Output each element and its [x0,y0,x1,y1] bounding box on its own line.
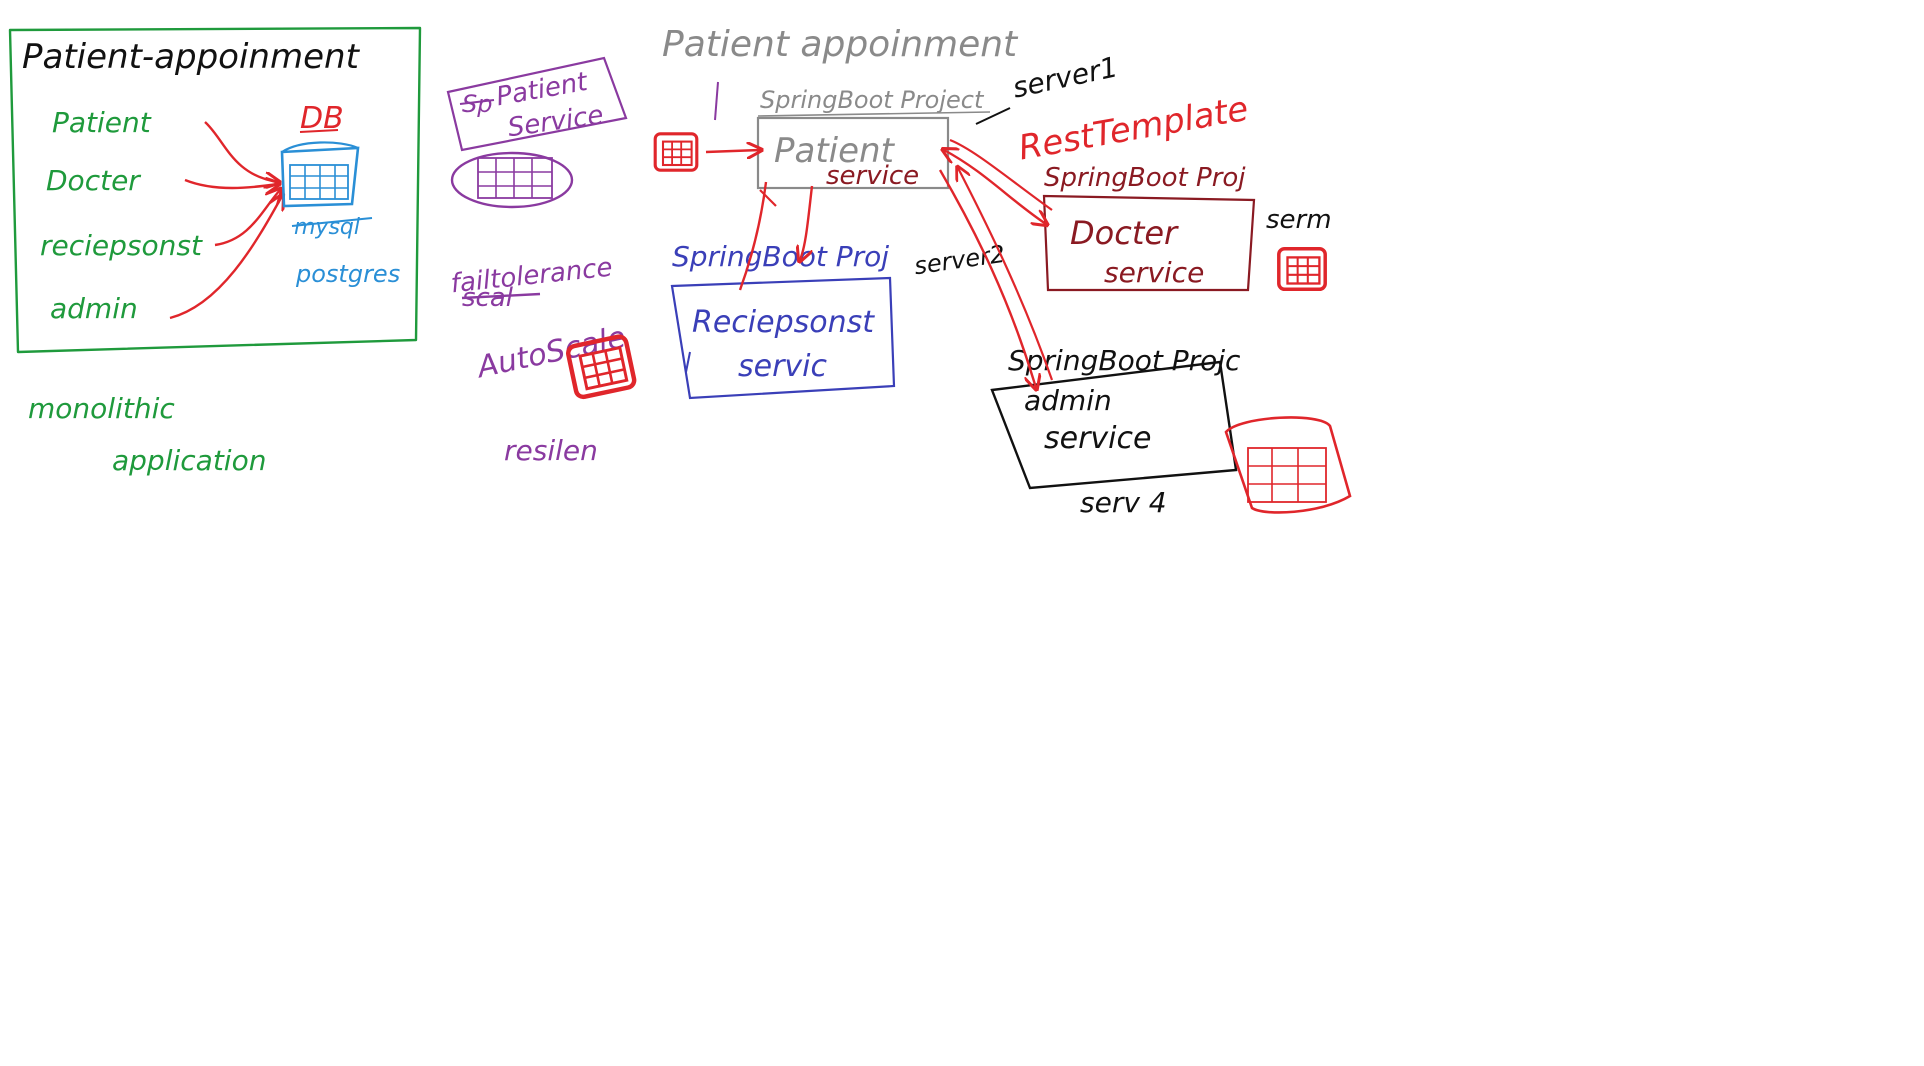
patient-project-label: SpringBoot Project [760,86,985,114]
admin-project-label: SpringBoot Projc [1008,344,1241,377]
rest-template-label: RestTemplate [1016,89,1252,169]
admin-service: SpringBoot Projc admin service serv 4 [990,344,1352,519]
patient-server-label: server1 [1010,50,1121,104]
note-resilen: resilen [504,434,598,467]
scaling-notes: Sp Patient Service failtolerance scal Au… [446,56,636,467]
reciepsonst-project-label: SpringBoot Proj [672,240,889,273]
module-patient: Patient [52,106,152,139]
reciepsonst-service-line2: servic [738,349,828,384]
module-reciepsonst: reciepsonst [40,229,203,262]
admin-service-line1: admin [1024,384,1112,417]
monolith-caption-1: monolithic [28,392,175,425]
db-name-mysql: mysql [294,215,360,240]
scaled-db-icon [450,151,574,209]
monolith-title: Patient-appoinment [22,37,361,77]
admin-db-icon [1224,416,1352,514]
micro-title: Patient appoinment [662,24,1019,65]
patient-service-line2: service [826,161,919,191]
reciepsonst-service-line1: Reciepsonst [692,305,875,340]
module-admin: admin [50,292,138,325]
patient-db-icon [653,132,699,172]
reciepsonst-service: SpringBoot Proj Reciepsonst servic serve… [670,240,1007,400]
monolith-db-icon [280,141,360,208]
module-docter: Docter [46,164,141,197]
db-name-postgres: postgres [295,260,400,288]
patient-service-line1: Patient [774,131,896,171]
microservices-diagram: Patient appoinment SpringBoot Project Pa… [653,24,1352,519]
docter-service: SpringBoot Proj Docter service serm [1042,163,1332,292]
docter-service-line2: service [1104,256,1204,289]
monolith-panel: Patient-appoinment Patient Docter reciep… [8,26,422,477]
docter-server-label: serm [1266,205,1332,235]
docter-project-label: SpringBoot Proj [1044,163,1246,193]
docter-db-icon [1277,246,1327,292]
monolith-caption-2: application [112,444,266,477]
admin-service-line2: service [1044,421,1151,456]
admin-server-label: serv 4 [1080,486,1167,519]
docter-service-line1: Docter [1070,214,1179,252]
